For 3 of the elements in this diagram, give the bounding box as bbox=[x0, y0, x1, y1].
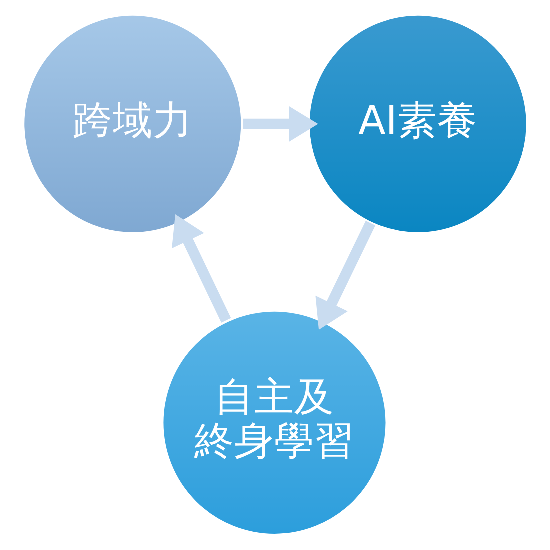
arrow bbox=[315, 221, 376, 330]
arrow bbox=[172, 214, 231, 323]
arrow bbox=[242, 106, 318, 142]
